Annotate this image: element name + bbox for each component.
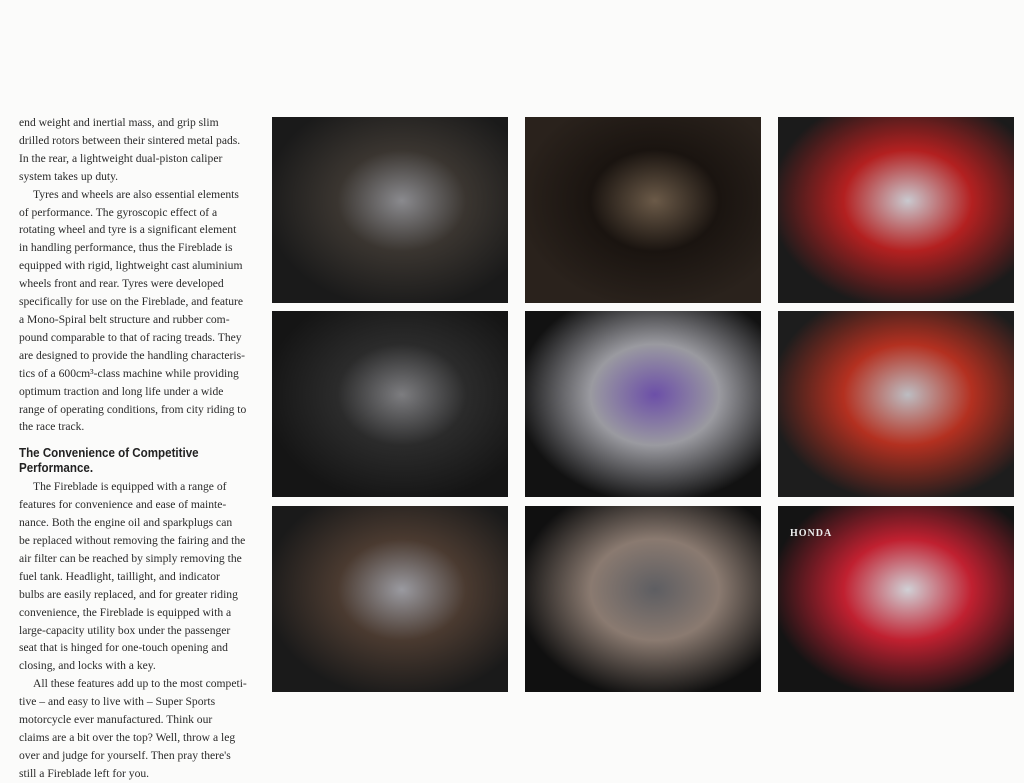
photo-rear-shock-footpeg bbox=[778, 311, 1014, 497]
text-line: rotating wheel and tyre is a significant… bbox=[19, 223, 237, 237]
text-line: be replaced without removing the fairing… bbox=[19, 534, 246, 548]
text-line: wheels front and rear. Tyres were develo… bbox=[19, 277, 224, 291]
text-line: All these features add up to the most co… bbox=[33, 677, 247, 691]
honda-logo: HONDA bbox=[790, 528, 833, 539]
section-heading: The Convenience of Competitive Performan… bbox=[19, 446, 244, 476]
photo-front-fork-engine bbox=[272, 311, 508, 497]
photo-front-wheel-brake bbox=[525, 311, 761, 497]
photo-instrument-cockpit bbox=[525, 117, 761, 303]
text-line: In the rear, a lightweight dual-piston c… bbox=[19, 151, 223, 165]
text-line: large-capacity utility box under the pas… bbox=[19, 623, 231, 637]
text-line: still a Fireblade left for you. bbox=[19, 766, 150, 780]
text-line: optimum traction and long life under a w… bbox=[19, 384, 224, 398]
text-line: tive – and easy to live with – Super Spo… bbox=[19, 695, 216, 709]
text-line: range of operating conditions, from city… bbox=[19, 402, 247, 416]
text-line: tics of a 600cm³-class machine while pro… bbox=[19, 366, 239, 380]
paragraph-conclusion: All these features add up to the most co… bbox=[19, 675, 264, 782]
text-line: claims are a bit over the top? Well, thr… bbox=[19, 731, 236, 744]
text-line: features for convenience and ease of mai… bbox=[19, 498, 227, 512]
text-line: closing, and locks with a key. bbox=[19, 659, 156, 673]
article-text: end weight and inertial mass, and grip s… bbox=[19, 114, 264, 783]
photo-chain-swingarm bbox=[272, 506, 508, 692]
photo-rear-brake-disc bbox=[525, 506, 761, 692]
text-line: motorcycle ever manufactured. Think our bbox=[19, 713, 213, 727]
text-line: drilled rotors between their sintered me… bbox=[19, 133, 241, 147]
text-line: Tyres and wheels are also essential elem… bbox=[33, 187, 239, 201]
photo-frame-footpeg-right bbox=[778, 117, 1014, 303]
text-line: nance. Both the engine oil and sparkplug… bbox=[19, 516, 233, 530]
text-line: convenience, the Fireblade is equipped w… bbox=[19, 605, 232, 619]
text-line: over and judge for yourself. Then pray t… bbox=[19, 748, 231, 762]
text-line: system takes up duty. bbox=[19, 169, 119, 183]
text-line: of performance. The gyroscopic effect of… bbox=[19, 205, 218, 219]
heading-line: Performance. bbox=[19, 461, 94, 476]
text-line: a Mono-Spiral belt structure and rubber … bbox=[19, 312, 230, 326]
photo-engine-frame-left bbox=[272, 117, 508, 303]
text-line: are designed to provide the handling cha… bbox=[19, 348, 245, 362]
text-line: end weight and inertial mass, and grip s… bbox=[19, 116, 219, 129]
heading-line: The Convenience of Competitive bbox=[19, 446, 199, 461]
text-line: in handling performance, thus the Firebl… bbox=[19, 241, 233, 255]
text-line: the race track. bbox=[19, 420, 85, 434]
text-line: specifically for use on the Fireblade, a… bbox=[19, 295, 244, 309]
text-line: air filter can be reached by simply remo… bbox=[19, 551, 242, 565]
text-line: seat that is hinged for one-touch openin… bbox=[19, 641, 228, 655]
paragraph-tyres: Tyres and wheels are also essential elem… bbox=[19, 186, 264, 437]
text-line: equipped with rigid, lightweight cast al… bbox=[19, 259, 243, 273]
text-line: pound comparable to that of racing tread… bbox=[19, 330, 242, 344]
photo-rear-tyre-tail: HONDA bbox=[778, 506, 1014, 692]
text-line: fuel tank. Headlight, taillight, and ind… bbox=[19, 569, 220, 583]
text-line: bulbs are easily replaced, and for great… bbox=[19, 587, 238, 601]
paragraph-brakes: end weight and inertial mass, and grip s… bbox=[19, 114, 264, 186]
text-line: The Fireblade is equipped with a range o… bbox=[33, 480, 227, 494]
paragraph-convenience: The Fireblade is equipped with a range o… bbox=[19, 478, 264, 675]
